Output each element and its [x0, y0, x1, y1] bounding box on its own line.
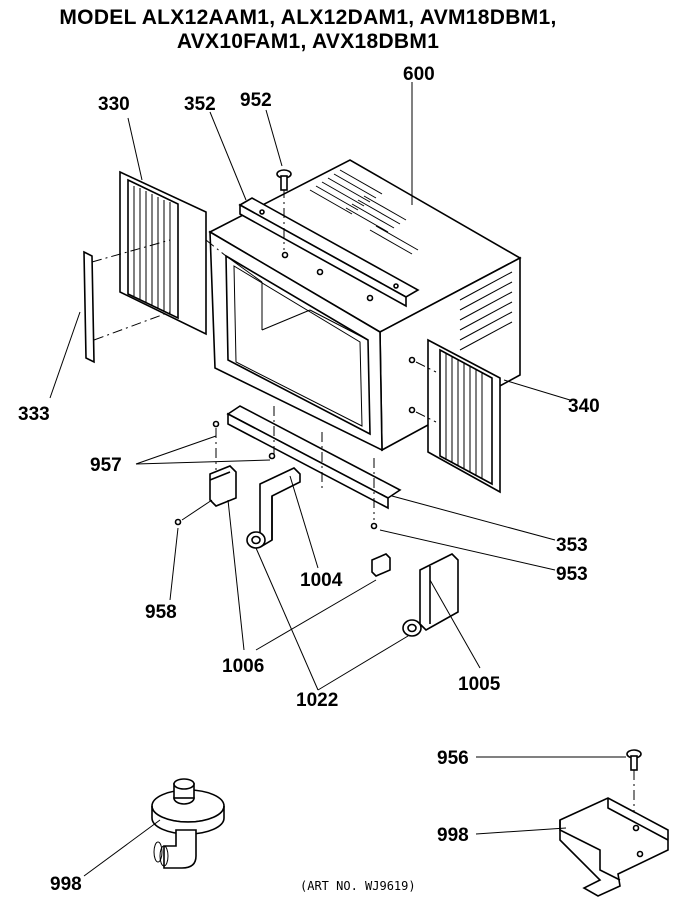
- callout-1005: 1005: [458, 674, 501, 695]
- top-rail-352: [238, 188, 420, 308]
- callout-1004: 1004: [300, 570, 343, 591]
- leader-lines: [49, 82, 626, 877]
- callout-333: 333: [18, 404, 50, 425]
- screw-952: [276, 169, 292, 191]
- side-curtain-330: [119, 170, 227, 336]
- bracket-1006: [181, 465, 391, 577]
- model-title-line-2: AVX10FAM1, AVX18DBM1: [176, 30, 440, 53]
- callout-600: 600: [403, 64, 435, 85]
- model-title-line-1: MODEL ALX12AAM1, ALX12DAM1, AVM18DBM1,: [59, 6, 557, 29]
- leg-bracket-1005: [402, 553, 459, 637]
- drain-pan-998: [559, 797, 669, 897]
- side-strip-333: [83, 239, 171, 364]
- drain-fitting-998: [151, 778, 225, 869]
- callout-952: 952: [240, 90, 272, 111]
- callout-956: 956: [437, 748, 469, 769]
- callout-998-pan: 998: [437, 825, 469, 846]
- callout-998-fitting: 998: [50, 874, 82, 895]
- callout-330: 330: [98, 94, 130, 115]
- callout-957: 957: [90, 455, 122, 476]
- callout-352: 352: [184, 94, 216, 115]
- screws-small: [174, 420, 378, 530]
- callout-340: 340: [568, 396, 600, 417]
- side-curtain-340: [415, 338, 501, 494]
- callout-958: 958: [145, 602, 177, 623]
- bottom-rail-353: [226, 405, 402, 520]
- callout-353: 353: [556, 535, 588, 556]
- callout-953: 953: [556, 564, 588, 585]
- callout-1006: 1006: [222, 656, 264, 677]
- art-number: (ART NO. WJ9619): [300, 879, 416, 893]
- callout-1022: 1022: [296, 690, 338, 711]
- leg-bracket-1004: [246, 467, 301, 549]
